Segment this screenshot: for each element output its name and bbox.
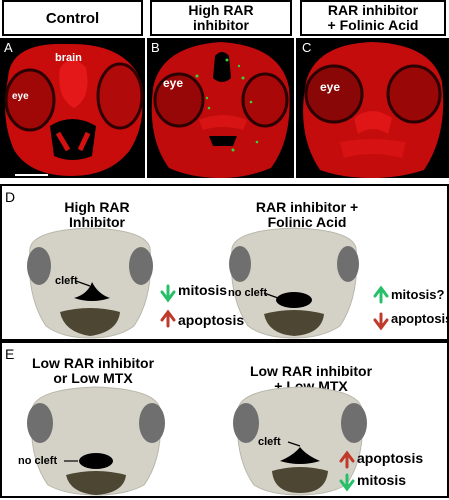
arrow-up-red-icon xyxy=(160,309,176,328)
arrow-down-red-icon xyxy=(373,312,389,331)
panel-a-label-eye: eye xyxy=(12,91,29,102)
panel-b-illustration xyxy=(151,42,290,178)
panel-a-image: A brain eye xyxy=(0,38,145,178)
panel-b-image: B eye xyxy=(147,38,294,178)
arrow-up-red-icon xyxy=(339,450,355,469)
header-high-rar-line2: inhibitor xyxy=(193,17,249,33)
section-e-left-title: Low RAR inhibitor or Low MTX xyxy=(14,356,172,386)
section-e-right-effect-mitosis: mitosis xyxy=(357,472,407,488)
arrow-down-green-icon xyxy=(160,284,176,303)
section-d-left-face-label: cleft xyxy=(55,275,78,287)
section-d-left-title: High RAR Inhibitor xyxy=(22,200,172,230)
section-d-letter: D xyxy=(5,189,16,205)
panel-b-letter: B xyxy=(151,40,160,55)
section-e-faces xyxy=(27,386,367,496)
panel-a-illustration xyxy=(4,44,144,176)
header-control-label: Control xyxy=(45,9,100,27)
section-e-box: E Low RAR inhibitor or Low MTX Low RAR i… xyxy=(0,341,449,498)
header-high-rar-line1: High RAR xyxy=(188,2,254,18)
section-e-right-effect-apoptosis: apoptosis xyxy=(357,450,424,466)
header-rar-folinic-line2: + Folinic Acid xyxy=(327,17,419,33)
header-high-rar: High RAR inhibitor xyxy=(150,0,292,36)
section-d-faces xyxy=(27,227,389,339)
section-e-right-face-label: cleft xyxy=(258,436,281,448)
section-d-left-face xyxy=(27,227,153,339)
section-e-left-title-line1: Low RAR inhibitor xyxy=(31,355,155,371)
section-d-left-effect-mitosis: mitosis xyxy=(178,282,228,298)
section-d-right-face-label: no cleft xyxy=(228,287,268,299)
section-e-letter: E xyxy=(5,346,15,362)
header-control: Control xyxy=(2,0,143,36)
section-d-left-effect-apoptosis: apoptosis xyxy=(178,312,245,328)
section-e-left-title-line2: or Low MTX xyxy=(53,370,133,386)
header-rar-folinic: RAR inhibitor + Folinic Acid xyxy=(300,0,446,36)
section-d-right-face xyxy=(229,227,359,339)
panel-b-label-eye: eye xyxy=(163,76,184,90)
section-e-right-face xyxy=(233,386,367,496)
section-d-right-effect-mitosis: mitosis? xyxy=(391,287,445,302)
arrow-up-green-icon xyxy=(373,285,389,304)
header-rar-folinic-line1: RAR inhibitor xyxy=(327,2,419,18)
arrow-down-green-icon xyxy=(339,473,355,492)
section-d-left-title-line1: High RAR xyxy=(64,199,130,215)
panel-c-letter: C xyxy=(302,40,312,55)
section-e-right-title-line1: Low RAR inhibitor xyxy=(249,363,373,379)
section-e-left-face xyxy=(27,386,165,496)
section-d-right-title-line2: Folinic Acid xyxy=(267,214,347,230)
section-e-left-face-label: no cleft xyxy=(18,455,58,467)
panel-a-letter: A xyxy=(4,40,13,55)
section-d-left-title-line2: Inhibitor xyxy=(69,214,125,230)
section-d-box: D High RAR Inhibitor RAR inhibitor + Fol… xyxy=(0,184,449,341)
panel-c-image: C eye xyxy=(296,38,449,178)
section-d-right-title: RAR inhibitor + Folinic Acid xyxy=(227,200,387,230)
panel-c-illustration xyxy=(303,42,444,178)
section-d-right-effect-apoptosis: apoptosis xyxy=(391,311,449,326)
section-d-right-title-line1: RAR inhibitor + xyxy=(255,199,359,215)
panel-a-label-brain: brain xyxy=(55,52,82,64)
panel-c-label-eye: eye xyxy=(320,80,341,94)
